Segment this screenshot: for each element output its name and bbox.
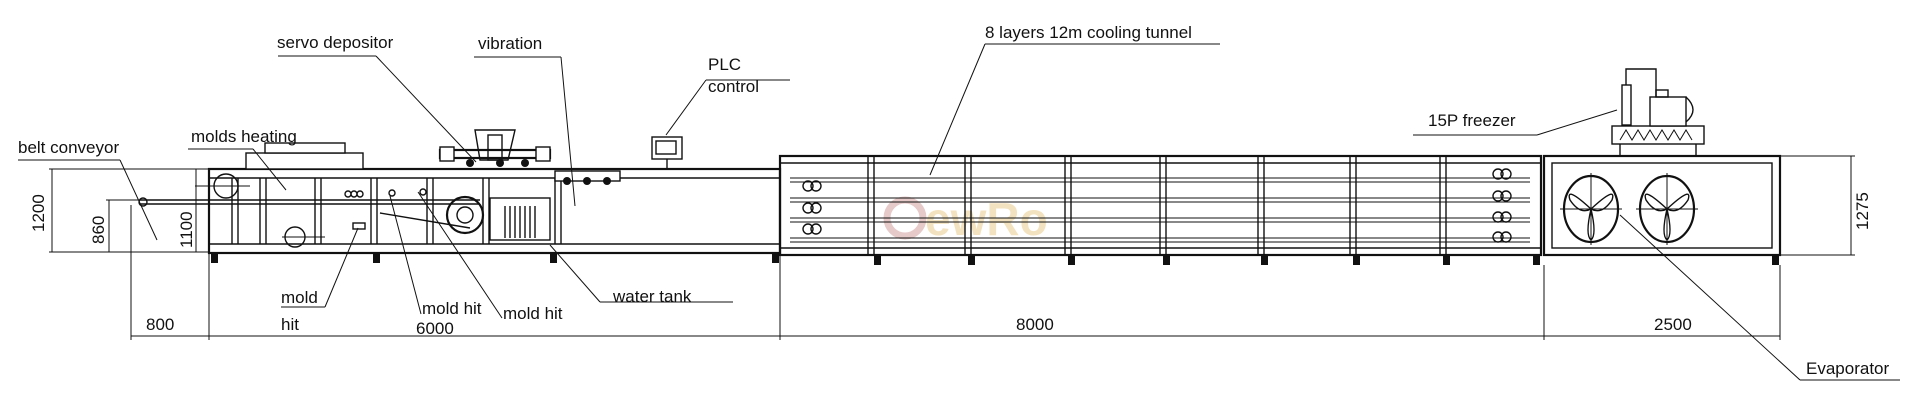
cooling-tunnel — [778, 154, 1543, 265]
evaporator-unit — [1542, 154, 1782, 265]
dim-1200: 1200 — [29, 194, 48, 232]
label-mold-hit-2: mold hit — [422, 299, 482, 318]
label-molds-heating: molds heating — [191, 127, 297, 146]
label-water-tank: water tank — [612, 287, 692, 306]
forming-machine-frame — [138, 167, 782, 263]
callout-labels: belt conveyor molds heating servo deposi… — [18, 23, 1889, 378]
label-mold-hit-1-line2: hit — [281, 315, 299, 334]
label-cooling-tunnel: 8 layers 12m cooling tunnel — [985, 23, 1192, 42]
vibration-unit — [554, 170, 621, 185]
dim-2500: 2500 — [1654, 315, 1692, 334]
label-evaporator: Evaporator — [1806, 359, 1889, 378]
dim-1100: 1100 — [177, 211, 196, 248]
plc-control-panel — [651, 136, 683, 169]
dim-6000: 6000 — [416, 319, 454, 338]
molds-heating-unit — [245, 142, 364, 170]
dim-1275: 1275 — [1853, 192, 1872, 230]
svg-text:ewRo: ewRo — [925, 193, 1048, 245]
label-control: control — [708, 77, 759, 96]
watermark: ewRo — [883, 193, 1048, 245]
fan-icon — [1560, 173, 1622, 245]
label-freezer: 15P freezer — [1428, 111, 1516, 130]
label-mold-hit-1: mold — [281, 288, 318, 307]
dim-800: 800 — [146, 315, 174, 334]
dim-8000: 8000 — [1016, 315, 1054, 334]
label-plc: PLC — [708, 55, 741, 74]
fan-icon — [1636, 173, 1698, 245]
dimension-labels: 800 6000 8000 2500 1200 860 1100 1275 — [29, 192, 1872, 338]
leader-lines — [18, 43, 1900, 381]
dimension-lines — [49, 155, 1855, 340]
dim-860: 860 — [89, 216, 108, 244]
servo-depositor-unit — [438, 129, 552, 167]
label-belt-conveyor: belt conveyor — [18, 138, 119, 157]
label-vibration: vibration — [478, 34, 542, 53]
label-mold-hit-3: mold hit — [503, 304, 563, 323]
label-servo-depositor: servo depositor — [277, 33, 394, 52]
freezer-unit — [1611, 68, 1705, 156]
